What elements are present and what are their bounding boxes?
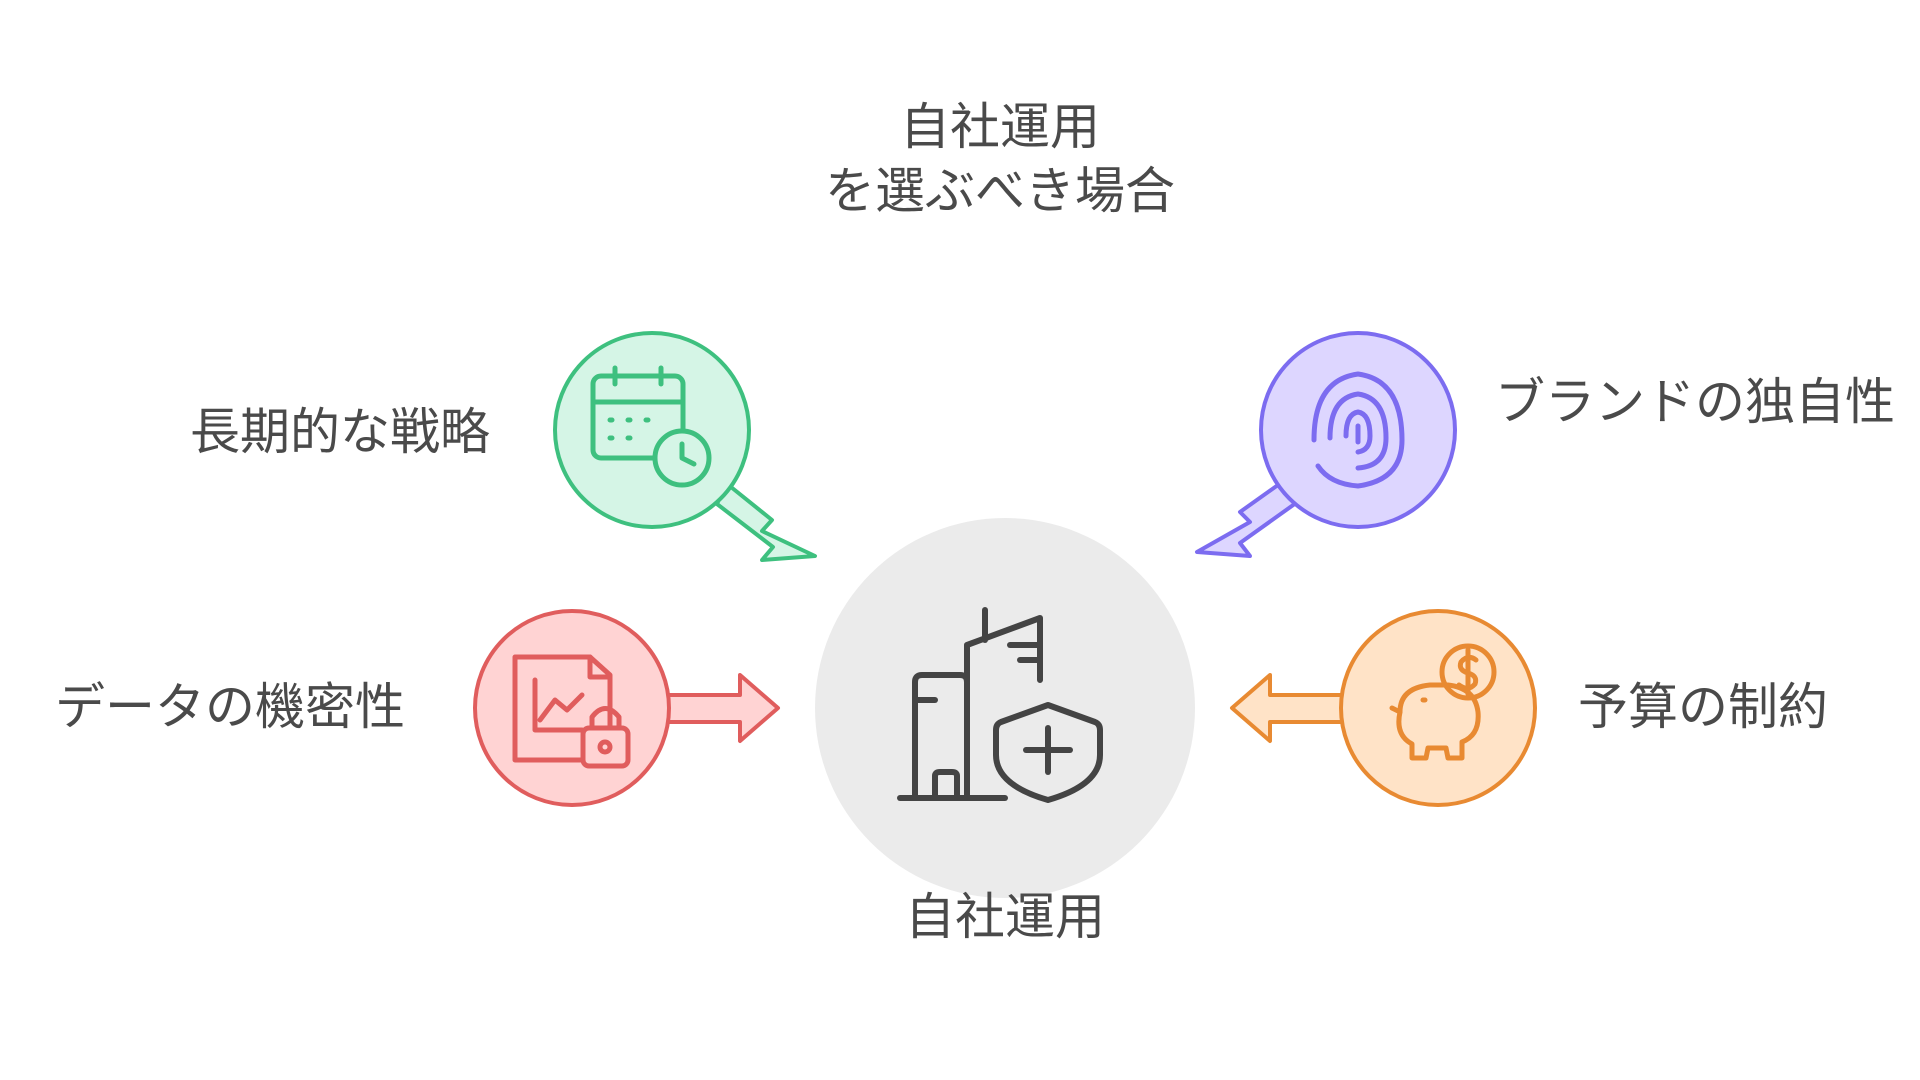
diagram-title: 自社運用 を選ぶべき場合 bbox=[760, 95, 1240, 223]
arrow-budget bbox=[1230, 673, 1347, 743]
fingerprint-icon bbox=[1311, 371, 1405, 489]
arrow-brand bbox=[1195, 478, 1298, 558]
title-line-2: を選ぶべき場合 bbox=[825, 162, 1175, 220]
factor-long-group bbox=[553, 331, 817, 562]
factor-label-brand: ブランドの独自性 bbox=[1495, 373, 1895, 431]
circle-long bbox=[553, 331, 751, 529]
piggy-bank-icon bbox=[1389, 643, 1497, 761]
title-line-1: 自社運用 bbox=[900, 98, 1100, 156]
center-label: 自社運用 bbox=[905, 888, 1105, 946]
arrow-data bbox=[663, 673, 780, 743]
circle-budget bbox=[1339, 609, 1537, 807]
factor-data-group bbox=[473, 609, 780, 807]
factor-label-data: データの機密性 bbox=[55, 678, 405, 736]
factor-brand-group bbox=[1195, 331, 1457, 558]
factor-label-budget: 予算の制約 bbox=[1578, 678, 1828, 736]
factor-budget-group bbox=[1230, 609, 1537, 807]
calendar-clock-icon bbox=[590, 365, 712, 488]
arrow-long bbox=[715, 481, 817, 562]
center-circle bbox=[815, 518, 1195, 898]
building-shield-icon bbox=[897, 607, 1103, 803]
factor-label-long: 長期的な戦略 bbox=[190, 403, 490, 461]
chart-lock-icon bbox=[512, 654, 631, 769]
